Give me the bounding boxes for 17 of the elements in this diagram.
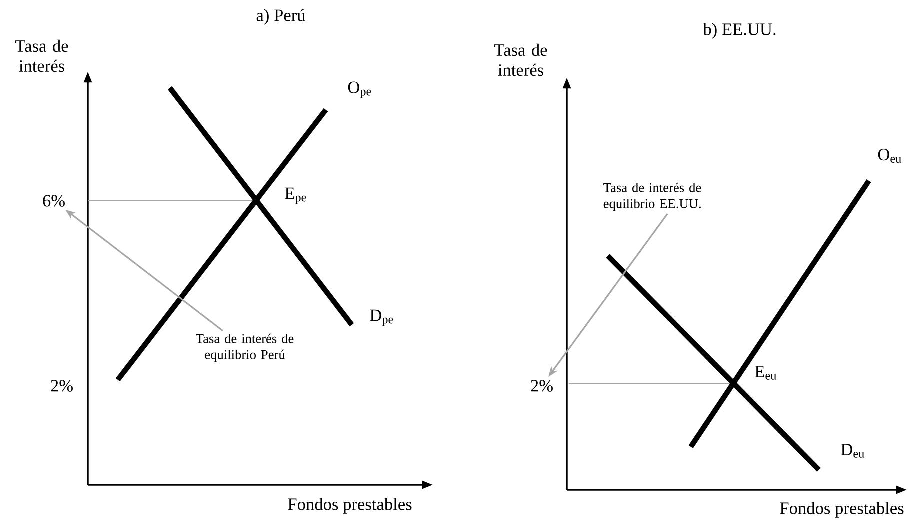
tick-label: 6% — [43, 195, 65, 207]
axis-label: Fondos prestables — [288, 498, 412, 514]
annotation-text: Tasa de interés de equilibrio EE.UU. — [604, 182, 702, 212]
curve-label: O$_{pe}$ — [348, 82, 372, 98]
axis-label: Fondos prestables — [780, 502, 904, 518]
curve-label: D$_{eu}$ — [841, 444, 864, 458]
title: b) EE.UU. — [703, 23, 776, 39]
point-label: E$_{eu}$ — [755, 366, 776, 380]
tick-label: 2% — [51, 380, 73, 392]
axis-label: Tasa de interés — [16, 40, 68, 72]
curve-label: O$_{eu}$ — [878, 149, 902, 163]
axis-label: Tasa de interés — [494, 44, 548, 76]
point-label: E$_{pe}$ — [285, 188, 306, 204]
title: a) Perú — [256, 9, 306, 25]
annotation-text: Tasa de interés de equilibrio Perú — [196, 334, 294, 362]
tick-label: 2% — [531, 380, 553, 392]
curve-label: D$_{pe}$ — [370, 310, 394, 326]
